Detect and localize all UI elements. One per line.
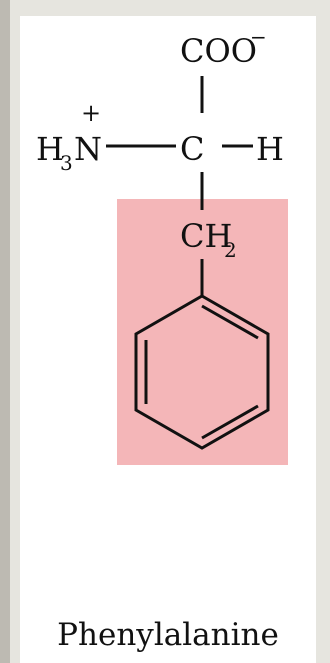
side-chain-highlight <box>117 199 288 465</box>
methylene-group: CH <box>180 217 232 255</box>
amino-subscript: 3 <box>60 151 73 175</box>
molecule-name: Phenylalanine <box>57 617 279 653</box>
carboxyl-group: COO <box>180 32 257 70</box>
amino-hydrogen: H <box>36 130 64 168</box>
amino-nitrogen: N <box>74 130 102 168</box>
methylene-subscript: 2 <box>224 238 237 262</box>
carboxyl-charge: − <box>250 25 267 49</box>
ring-double-bond-lower <box>201 404 259 440</box>
left-border-strip <box>0 0 10 663</box>
alpha-carbon: C <box>180 130 204 168</box>
amino-charge: + <box>81 99 101 127</box>
alpha-hydrogen: H <box>256 130 284 168</box>
ring-double-bond-upper <box>201 304 259 340</box>
benzene-ring <box>134 294 270 450</box>
